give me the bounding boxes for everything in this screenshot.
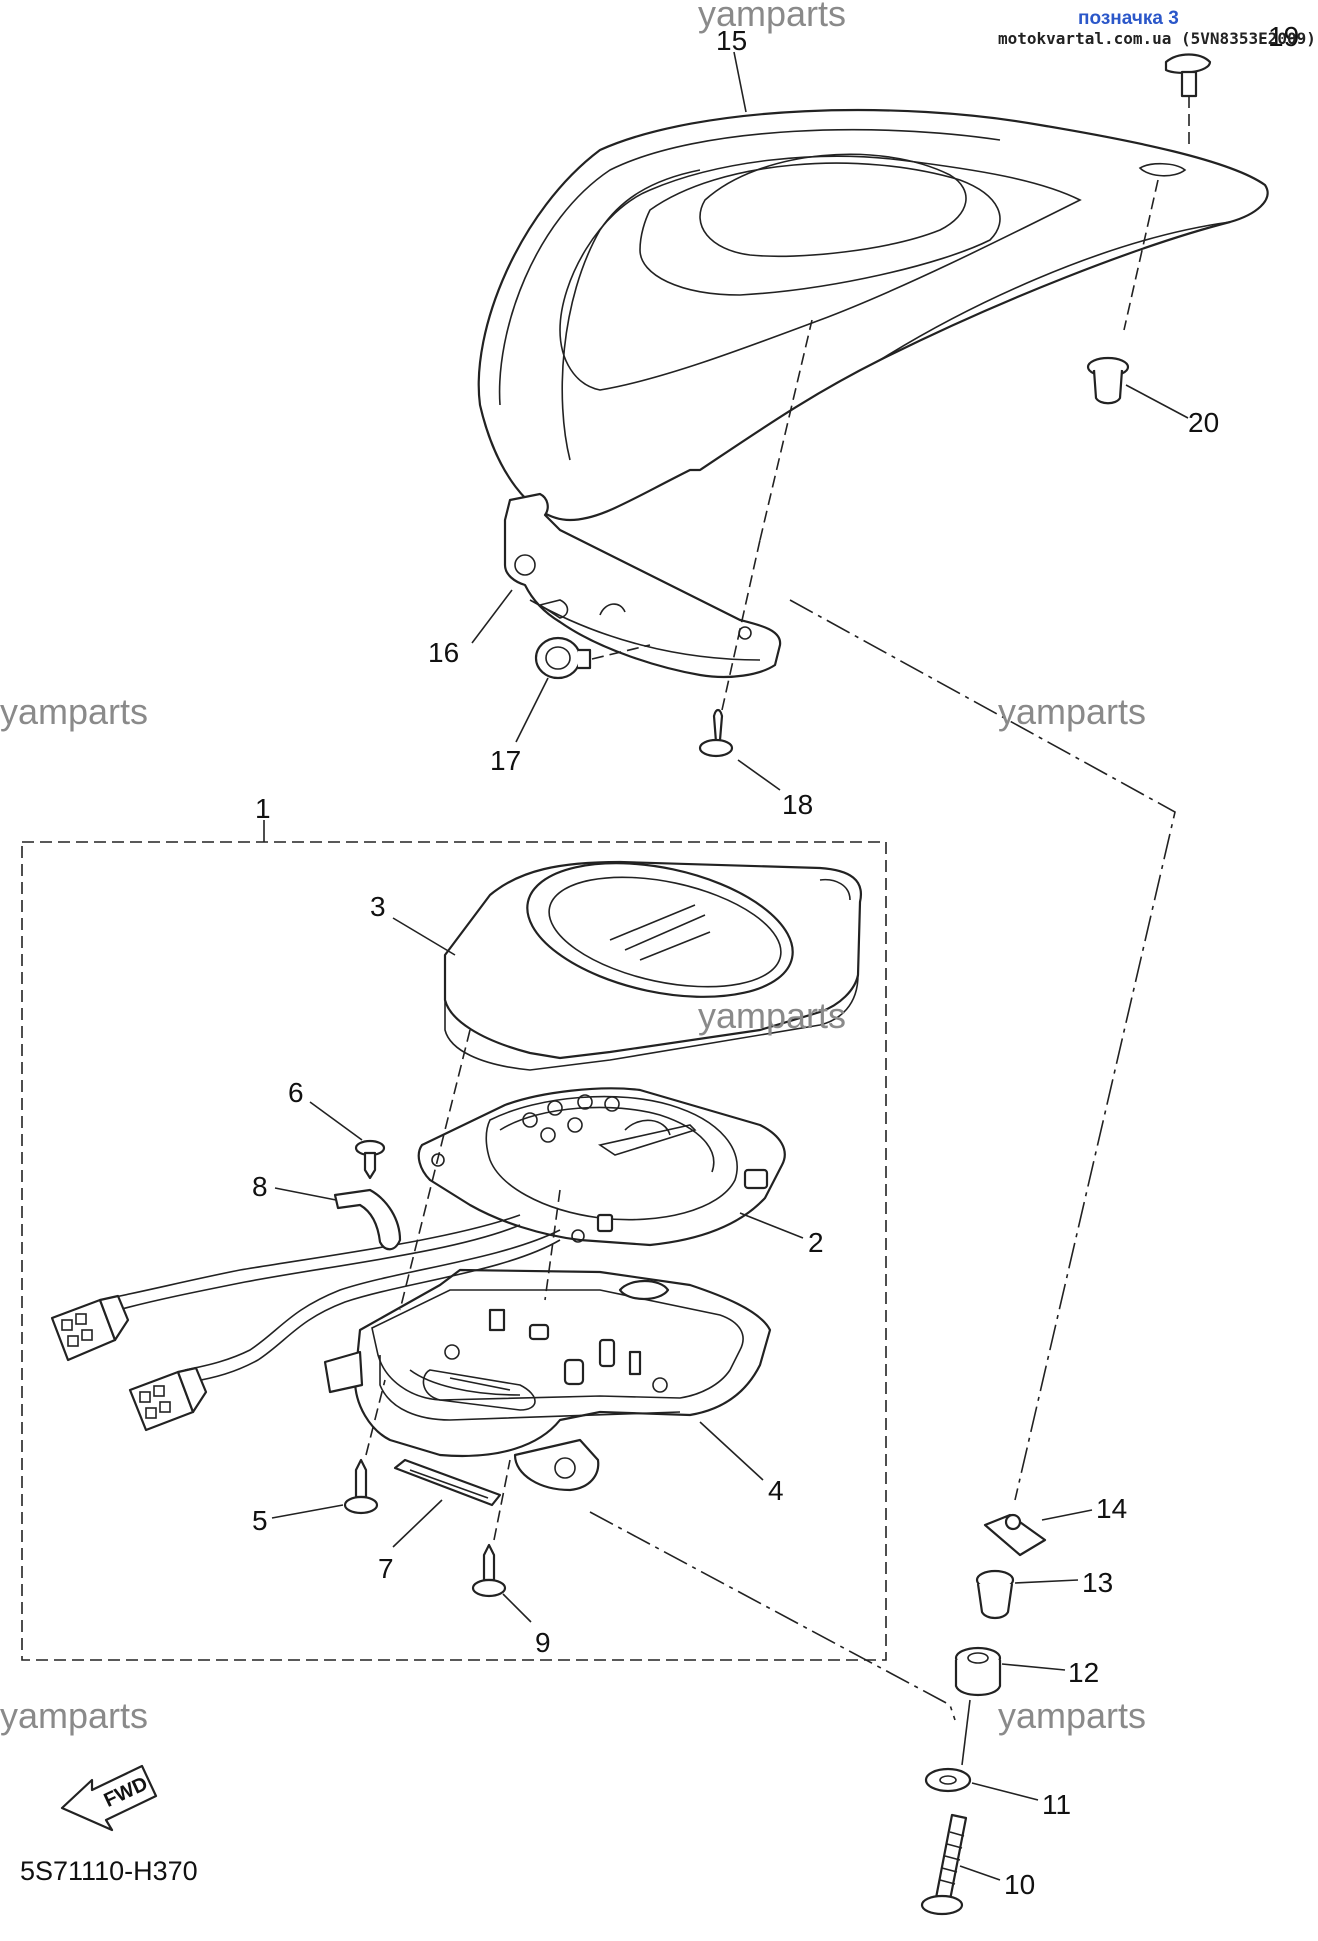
callout-8: 8 — [252, 1171, 268, 1202]
callout-numbers: 1 2 3 4 5 6 7 8 9 10 11 12 13 14 15 16 1… — [252, 21, 1299, 1900]
part-2-meter-body — [417, 1087, 786, 1247]
watermark-left-upper: yamparts — [0, 691, 148, 732]
part-10-bolt — [920, 1813, 968, 1916]
connector-right — [128, 1366, 208, 1432]
part-5-screw — [343, 1379, 386, 1515]
part-14-nut — [983, 1513, 1047, 1557]
alignment-line-left — [399, 1029, 471, 1311]
leader-lines — [271, 51, 1189, 1881]
part-19-bolt — [1123, 53, 1212, 331]
part-8-clamp — [333, 1188, 402, 1251]
watermark-right-lower: yamparts — [998, 1695, 1146, 1736]
callout-2: 2 — [808, 1227, 824, 1258]
part-20-collar — [1086, 356, 1130, 405]
watermark-right-upper: yamparts — [998, 691, 1146, 732]
ref-line-meter-to-bolt — [589, 1511, 956, 1721]
callout-17: 17 — [490, 745, 521, 776]
callout-1: 1 — [255, 793, 271, 824]
fwd-arrow-icon: FWD — [60, 1764, 158, 1832]
connector-left — [50, 1294, 130, 1362]
alignment-line-center — [544, 1189, 561, 1301]
watermarks: yamparts yamparts yamparts yamparts yamp… — [0, 0, 1146, 1736]
part-3-lens-cover — [443, 860, 863, 1071]
part-16-bracket — [503, 492, 782, 679]
wire-harness — [50, 1214, 561, 1432]
callout-11: 11 — [1042, 1789, 1071, 1820]
callout-7: 7 — [378, 1553, 394, 1584]
part-15-cowl — [477, 108, 1269, 522]
part-17-grommet — [534, 636, 651, 680]
callout-19: 19 — [1268, 21, 1299, 52]
ref-line-cowl-to-mount — [789, 599, 1176, 1501]
part-4-lower-case — [323, 1268, 772, 1492]
callout-16: 16 — [428, 637, 459, 668]
callout-18: 18 — [782, 789, 813, 820]
callout-3: 3 — [370, 891, 386, 922]
watermark-left-lower: yamparts — [0, 1695, 148, 1736]
diagram-code: 5S71110-H370 — [20, 1856, 198, 1886]
callout-10: 10 — [1004, 1869, 1035, 1900]
callout-20: 20 — [1188, 407, 1219, 438]
part-9-screw — [471, 1459, 511, 1598]
part-11-washer — [924, 1699, 972, 1793]
watermark-center: yamparts — [698, 995, 846, 1036]
meter-assembly-box — [21, 841, 887, 1661]
watermark-top: yamparts — [698, 0, 846, 34]
callout-4: 4 — [768, 1475, 784, 1506]
part-6-screw — [354, 1139, 386, 1180]
part-7-plate — [393, 1458, 502, 1507]
callout-5: 5 — [252, 1505, 268, 1536]
callout-13: 13 — [1082, 1567, 1113, 1598]
part-12-damper — [954, 1646, 1002, 1697]
header-tag: позначка 3 — [1078, 8, 1179, 29]
callout-14: 14 — [1096, 1493, 1127, 1524]
callout-15: 15 — [716, 25, 747, 56]
part-13-collar — [975, 1569, 1015, 1620]
header-site: motokvartal.com.ua (5VN8353E2009) — [998, 29, 1316, 48]
callout-6: 6 — [288, 1077, 304, 1108]
part-18-screw — [698, 319, 813, 758]
callout-9: 9 — [535, 1627, 551, 1658]
callout-12: 12 — [1068, 1657, 1099, 1688]
